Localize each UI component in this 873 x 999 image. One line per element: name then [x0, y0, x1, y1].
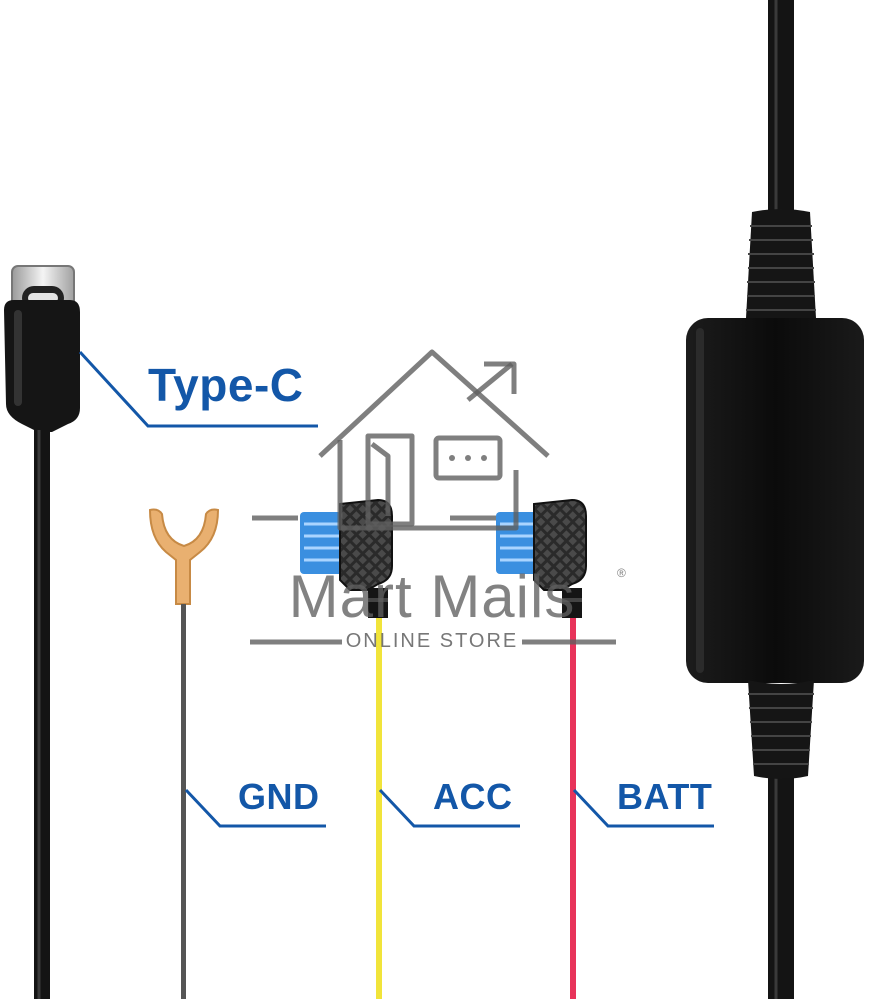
- callout-line-batt: [572, 788, 714, 828]
- house-arrow-logo-icon: [250, 349, 616, 645]
- watermark-registered-mark: ®: [617, 566, 626, 580]
- label-type-c: Type-C: [148, 359, 304, 411]
- label-gnd: GND: [238, 776, 320, 817]
- strain-relief-top: [746, 209, 816, 322]
- watermark-subtitle: ONLINE STORE: [345, 630, 519, 652]
- watermark-brand: Mart Mails: [288, 563, 576, 630]
- strain-relief-bottom: [748, 680, 814, 779]
- fork-terminal-icon: [148, 508, 220, 999]
- callout-line-acc: [378, 788, 520, 828]
- main-cable: [768, 0, 794, 999]
- converter-box: [686, 318, 864, 683]
- callout-line-typec: [78, 350, 318, 428]
- callout-line-gnd: [184, 788, 326, 828]
- label-batt: BATT: [617, 776, 713, 817]
- label-acc: ACC: [433, 776, 513, 817]
- usb-c-plug-icon: [4, 265, 80, 999]
